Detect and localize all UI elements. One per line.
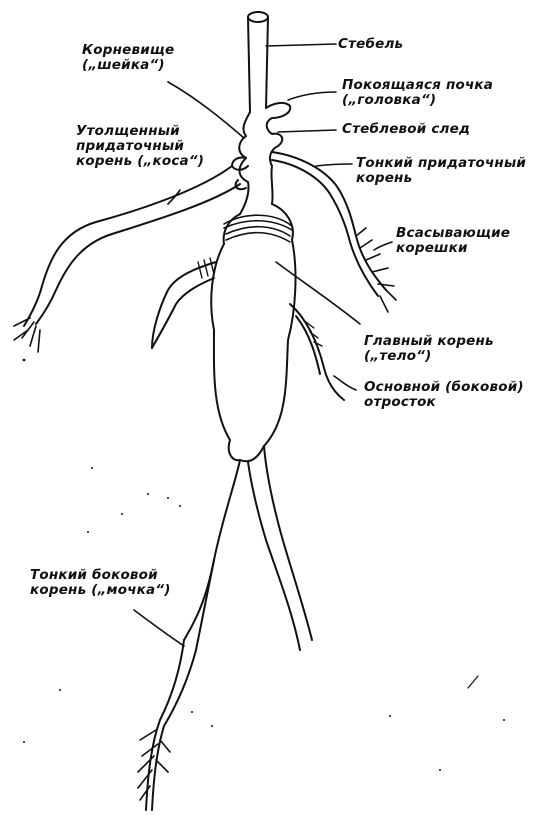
lateral-branch-left xyxy=(152,258,216,348)
leader-thick-root xyxy=(168,190,180,204)
label-stem: Стебель xyxy=(338,37,403,52)
leader-lateral-branch xyxy=(334,376,356,390)
leader-main-root xyxy=(276,262,360,324)
lateral-branch-right xyxy=(290,304,344,400)
label-thin-adventitious-root: Тонкий придаточный корень xyxy=(356,156,526,186)
label-rhizome: Корневище („шейка“) xyxy=(82,43,174,73)
leader-thin-root xyxy=(316,164,352,166)
rhizome-drawing xyxy=(232,103,290,214)
print-scratch xyxy=(468,676,478,688)
leader-stem xyxy=(266,44,336,46)
stem-drawing xyxy=(248,12,268,112)
label-thick-adventitious-root: Утолщенный придаточный корень („коса“) xyxy=(76,124,204,169)
label-absorbing-rootlets: Всасывающие корешки xyxy=(396,226,510,256)
root-crown-bands xyxy=(224,215,292,242)
leader-thin-lateral xyxy=(134,610,184,646)
label-stem-scar: Стеблевой след xyxy=(342,122,470,137)
leader-rootlets xyxy=(374,242,392,250)
label-thin-lateral-root: Тонкий боковой корень („мочка“) xyxy=(30,568,171,598)
thick-adventitious-root xyxy=(14,166,240,352)
label-main-lateral-branch: Основной (боковой) отросток xyxy=(364,380,524,410)
leader-stem-scar xyxy=(278,130,336,132)
label-main-root: Главный корень („тело“) xyxy=(364,334,494,364)
label-dormant-bud: Покоящаяся почка („головка“) xyxy=(342,78,493,108)
print-speckles xyxy=(23,359,505,771)
leader-dormant-bud xyxy=(288,92,336,100)
